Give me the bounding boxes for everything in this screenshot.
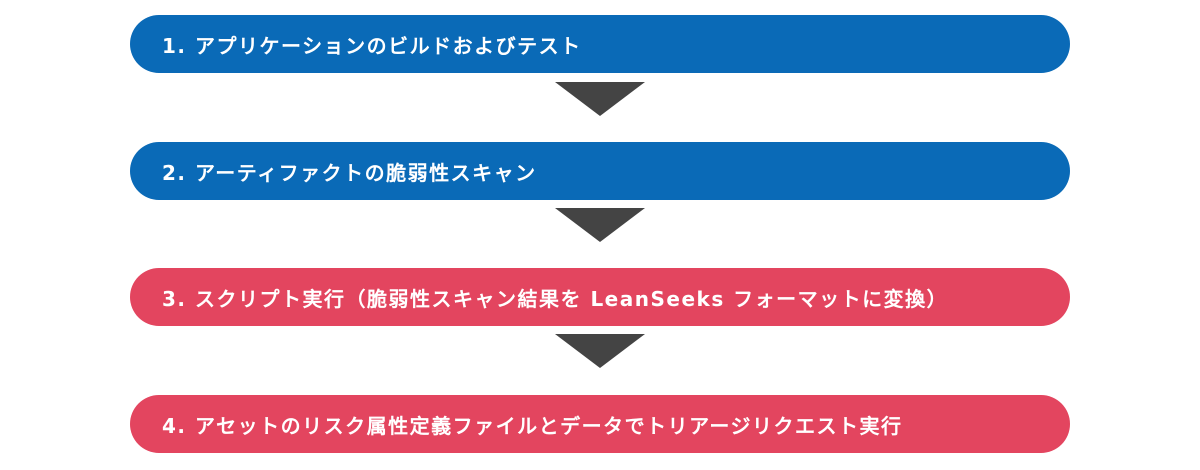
step-3-box: 3. スクリプト実行（脆弱性スキャン結果を LeanSeeks フォーマットに変… [130,268,1070,326]
step-2-label: 2. アーティファクトの脆弱性スキャン [162,160,537,185]
down-arrow-icon [555,334,645,368]
step-4-label: 4. アセットのリスク属性定義ファイルとデータでトリアージリクエスト実行 [162,413,903,438]
step-1-box: 1. アプリケーションのビルドおよびテスト [130,15,1070,73]
step-3-label: 3. スクリプト実行（脆弱性スキャン結果を LeanSeeks フォーマットに変… [162,286,949,311]
step-1-label: 1. アプリケーションのビルドおよびテスト [162,33,582,58]
step-4-box: 4. アセットのリスク属性定義ファイルとデータでトリアージリクエスト実行 [130,395,1070,453]
down-arrow-icon [555,82,645,116]
down-arrow-icon [555,208,645,242]
step-2-box: 2. アーティファクトの脆弱性スキャン [130,142,1070,200]
